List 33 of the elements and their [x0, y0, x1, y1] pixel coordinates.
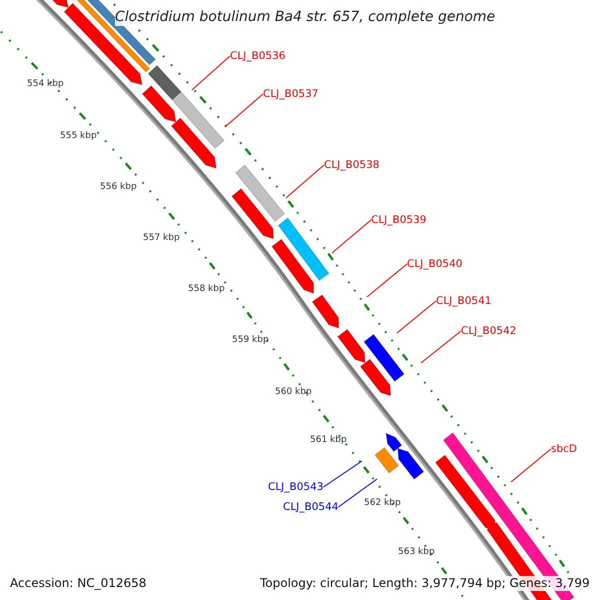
- info-text: Topology: circular; Length: 3,977,794 bp; Genes: 3,799: [260, 576, 590, 591]
- genome-title: Clostridium botulinum Ba4 str. 657, complete genome: [115, 9, 496, 26]
- gene-label: CLJ_B0541: [436, 295, 492, 307]
- gene-label: CLJ_B0543: [268, 481, 324, 493]
- scale-label: 562 kbp: [364, 497, 401, 509]
- leader-line: [192, 56, 230, 90]
- scale-label: 554 kbp: [27, 78, 64, 90]
- gene-label: CLJ_B0536: [230, 50, 286, 62]
- gene-label: CLJ_B0537: [263, 88, 318, 100]
- leader-line: [332, 220, 372, 254]
- scale-label: 557 kbp: [143, 232, 180, 244]
- leader-line: [338, 478, 378, 508]
- leader-line: [396, 300, 436, 334]
- info-text: Accession: NC_012658: [10, 576, 146, 591]
- scale-label: 563 kbp: [398, 546, 435, 558]
- leader-line: [510, 448, 552, 482]
- gene-label: CLJ_B0539: [371, 214, 426, 226]
- leader-line: [420, 330, 462, 364]
- gene-label: CLJ_B0538: [324, 159, 380, 171]
- leader-line: [224, 94, 264, 128]
- scale-label: 560 kbp: [275, 386, 312, 398]
- gene-label: CLJ_B0544: [283, 501, 338, 513]
- gene-label: sbcD: [551, 443, 577, 455]
- leader-line: [366, 264, 408, 298]
- gene-label: CLJ_B0540: [407, 258, 462, 270]
- gene-label: CLJ_B0542: [461, 325, 516, 337]
- scale-label: 555 kbp: [60, 130, 97, 142]
- scale-label: 556 kbp: [100, 181, 137, 193]
- leader-line: [286, 164, 324, 198]
- leader-line: [322, 460, 362, 488]
- scale-label: 558 kbp: [188, 283, 225, 295]
- scale-label: 561 kbp: [310, 434, 347, 446]
- scale-label: 559 kbp: [232, 334, 269, 346]
